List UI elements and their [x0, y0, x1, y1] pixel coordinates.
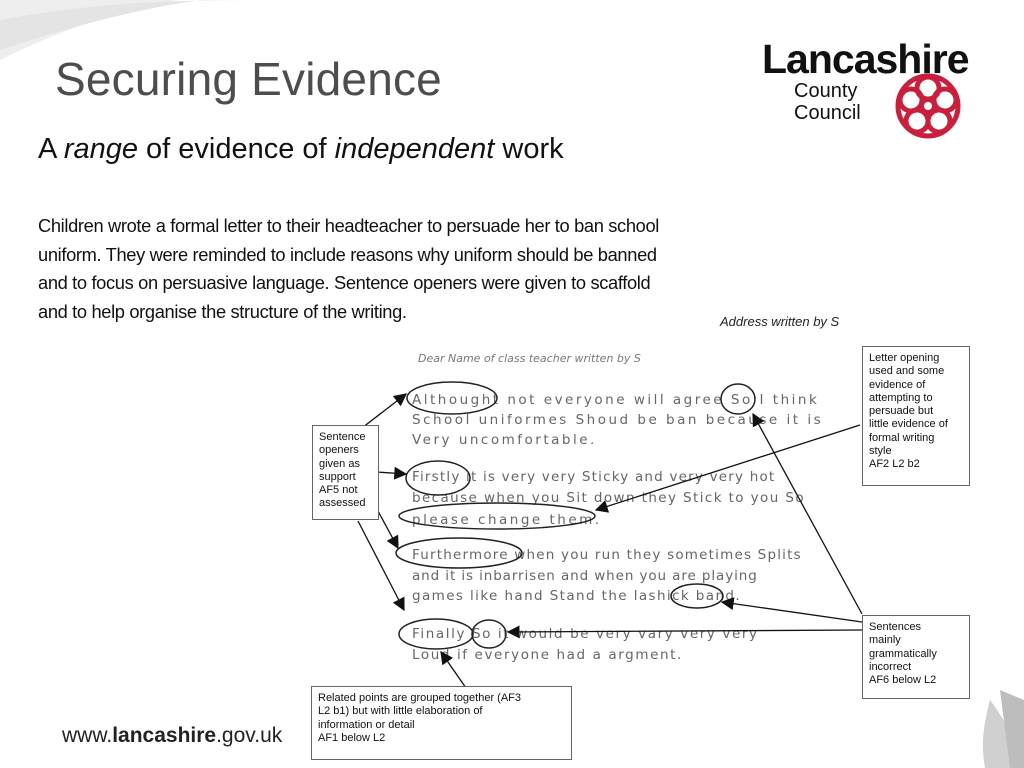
handwriting-line: and it is inbarrisen and when you are pl… [412, 568, 758, 584]
note-line: AF5 not [319, 484, 358, 497]
logo-council: Council [794, 102, 861, 124]
handwriting-header: Dear Name of class teacher written by S [418, 352, 641, 365]
intro-line: Children wrote a formal letter to their … [38, 215, 660, 236]
note-line: openers [319, 444, 359, 457]
note-line: Sentences [869, 621, 921, 633]
note-line: AF6 below L2 [869, 674, 937, 687]
note-line: information or detail [318, 718, 415, 731]
note-line: Letter opening [869, 352, 940, 364]
note-line: used and some [869, 365, 945, 378]
note-line: style [869, 445, 892, 458]
note-line: formal writing [869, 431, 935, 444]
handwriting-line: Althought not everyone will agree So I t… [412, 392, 820, 408]
logo-county: County [794, 80, 858, 102]
note-line: grammatically [869, 647, 937, 660]
handwriting-line: because when you Sit down they Stick to … [412, 490, 805, 506]
handwriting-line: Firstly it is very very Sticky and very … [412, 469, 776, 485]
handwriting-line: Finally So it would be very vary very ve… [412, 626, 759, 642]
note-line: incorrect [869, 660, 912, 673]
note-line: mainly [869, 634, 901, 647]
handwriting-line: Furthermore when you run they sometimes … [412, 547, 802, 563]
note-line: assessed [319, 497, 366, 510]
openers-note: Sentence openers given as support AF5 no… [312, 425, 379, 520]
red-rose-icon [895, 73, 961, 139]
handwriting-line: please change them. [412, 512, 602, 528]
address-note: Address written by S [720, 314, 840, 329]
slide-subtitle: A range of evidence of independent work [38, 133, 564, 165]
handwriting-line: Very uncomfortable. [412, 432, 597, 448]
note-line: given as [319, 457, 360, 470]
task-description: Children wrote a formal letter to their … [38, 212, 718, 326]
handwriting-line: School uniformes Shoud be ban because it… [412, 412, 824, 428]
note-line: L2 b1) but with little elaboration of [318, 705, 483, 718]
lancashire-logo: Lancashire County Council [760, 36, 990, 146]
slide-title: Securing Evidence [55, 53, 442, 105]
sentences-note: Sentences mainly grammatically incorrect… [862, 615, 970, 699]
note-line: support [319, 470, 356, 483]
handwriting-sample: Dear Name of class teacher written by S … [300, 340, 860, 670]
intro-line: uniform. They were reminded to include r… [38, 243, 657, 265]
handwriting-line: Loud if everyone had a argment. [412, 647, 683, 663]
note-line: Related points are grouped together (AF3 [318, 692, 522, 704]
handwriting-line: games like hand Stand the lashick band. [412, 588, 742, 604]
note-line: AF1 below L2 [318, 731, 386, 744]
note-line: AF2 L2 b2 [869, 458, 920, 471]
letter-opening-note: Letter opening used and some evidence of… [862, 346, 970, 486]
footer-url: www.lancashire.gov.uk [62, 724, 283, 747]
note-line: little evidence of [869, 418, 948, 431]
note-line: evidence of [869, 378, 926, 391]
intro-line: and to help organise the structure of th… [38, 300, 407, 322]
note-line: persuade but [869, 405, 934, 418]
note-line: Sentence [319, 431, 366, 443]
intro-line: and to focus on persuasive language. Sen… [38, 272, 651, 293]
note-line: attempting to [869, 391, 933, 404]
related-points-note: Related points are grouped together (AF3… [311, 686, 572, 760]
